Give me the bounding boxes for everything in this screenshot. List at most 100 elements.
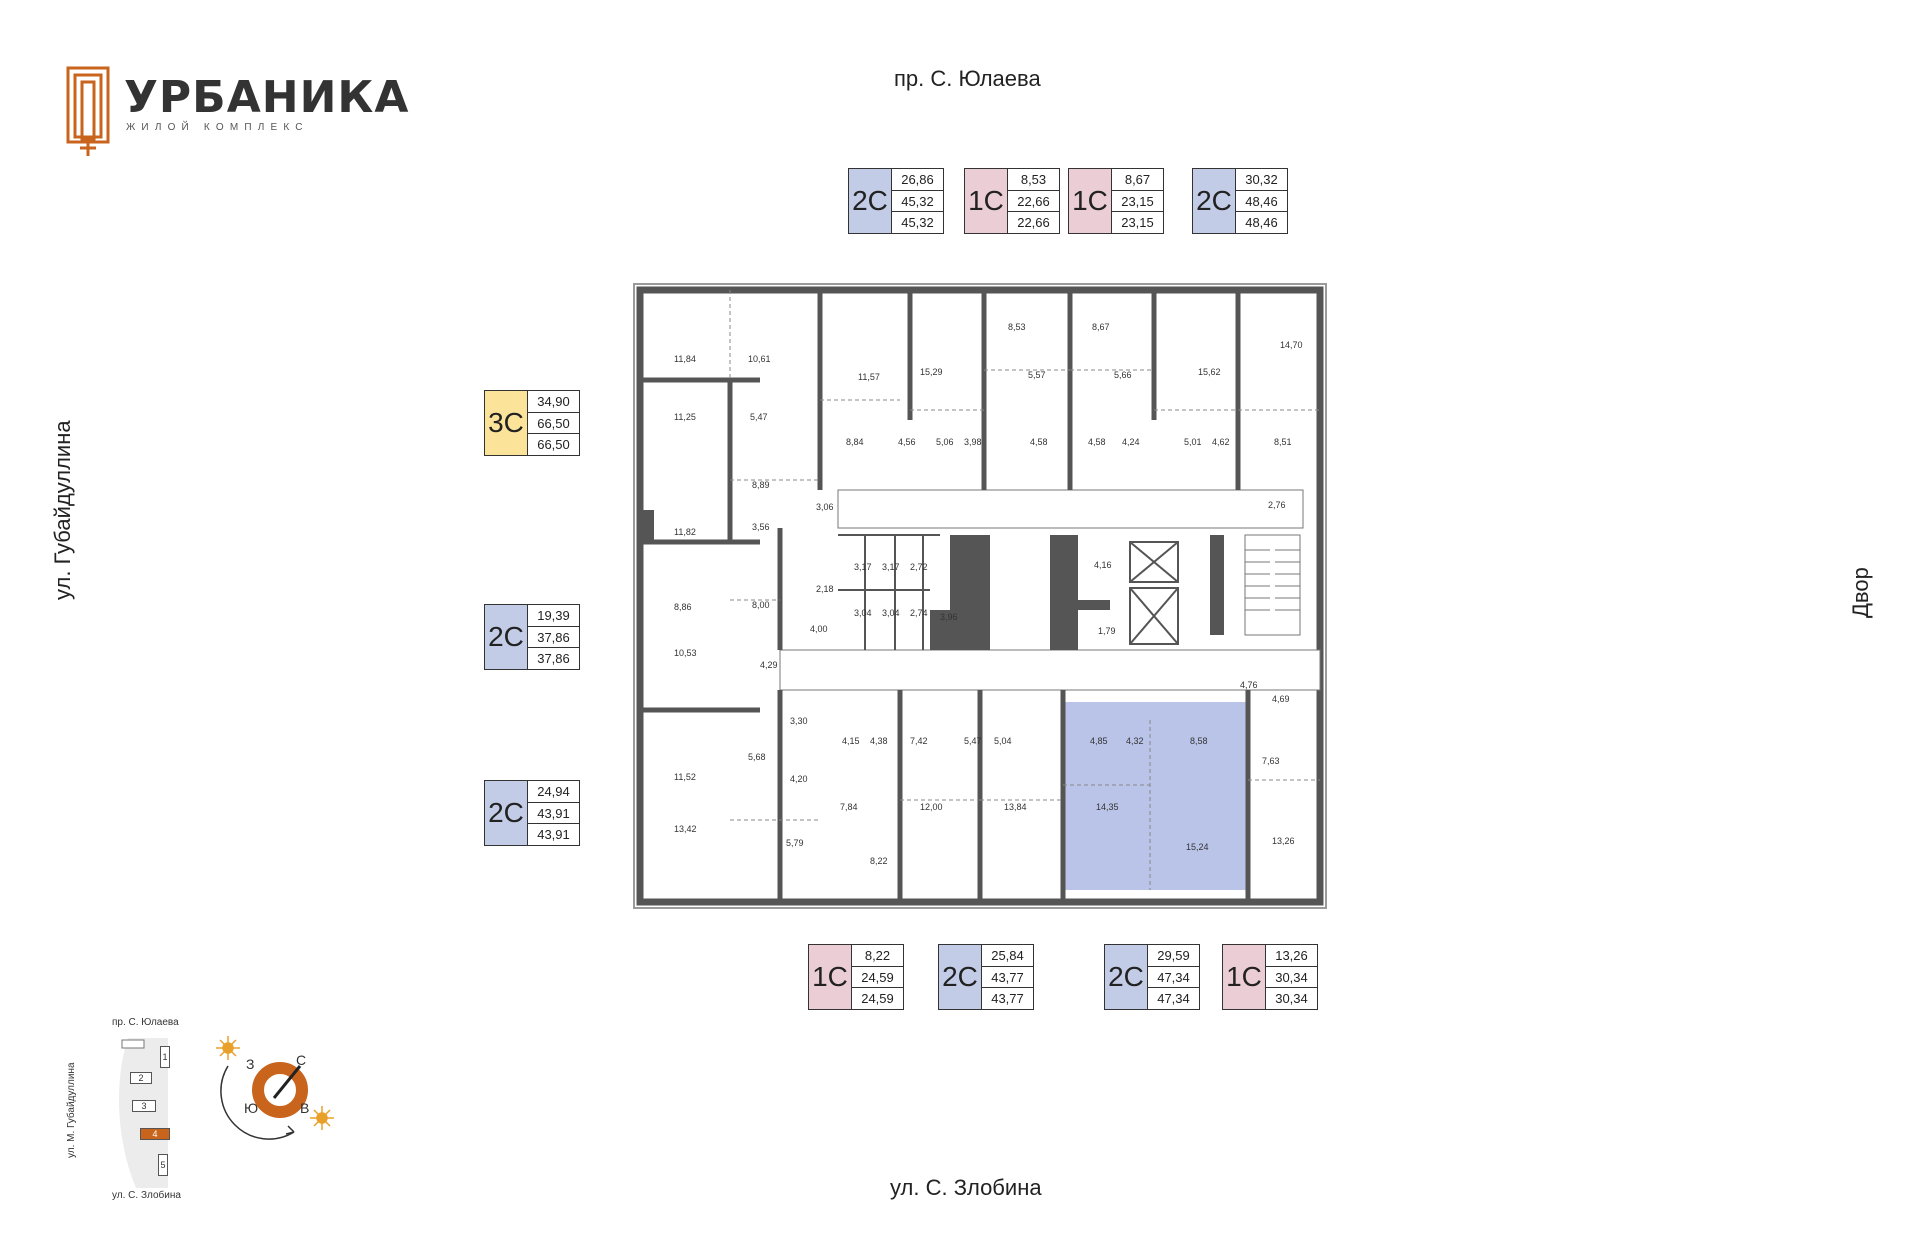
apartment-area-value: 23,15 (1112, 191, 1163, 213)
room-area-label: 5,79 (786, 838, 804, 848)
room-area-label: 8,89 (752, 480, 770, 490)
room-area-label: 3,96 (940, 612, 958, 622)
apartment-type: 2С (849, 169, 892, 233)
room-area-label: 11,84 (674, 354, 696, 364)
minimap-building[interactable]: 4 (140, 1128, 170, 1140)
room-area-label: 7,42 (910, 736, 928, 746)
apartment-area-value: 45,32 (892, 191, 943, 213)
compass-east: В (300, 1100, 310, 1116)
logo-name: УРБАНИКА (124, 72, 410, 123)
room-area-label: 5,47 (750, 412, 768, 422)
room-area-label: 4,76 (1240, 680, 1258, 690)
room-area-label: 11,82 (674, 527, 696, 537)
apartment-area-value: 34,90 (528, 391, 579, 413)
apartment-type: 1С (965, 169, 1008, 233)
street-top-label: пр. С. Юлаева (894, 66, 1041, 91)
highlighted-apartment[interactable] (1063, 702, 1248, 890)
room-area-label: 11,57 (858, 372, 880, 382)
minimap-building[interactable]: 5 (158, 1154, 168, 1176)
room-area-label: 11,52 (674, 772, 696, 782)
room-area-label: 5,01 (1184, 437, 1202, 447)
apartment-area-value: 45,32 (901, 215, 934, 231)
apartment-area-value: 8,67 (1112, 169, 1163, 191)
apartment-area-value: 30,34 (1266, 967, 1317, 989)
room-area-label: 4,56 (898, 437, 916, 447)
apartment-area-value: 25,84 (982, 945, 1033, 967)
room-area-label: 8,67 (1092, 322, 1110, 332)
room-area-label: 1,79 (1098, 626, 1116, 636)
room-area-label: 13,42 (674, 824, 697, 834)
compass-west: З (246, 1056, 255, 1072)
room-area-label: 8,86 (674, 602, 692, 612)
compass-north: С (296, 1052, 307, 1068)
room-area-label: 3,17 (882, 562, 900, 572)
room-area-label: 12,00 (920, 802, 943, 812)
street-bottom-label: ул. С. Злобина (890, 1175, 1042, 1200)
room-area-label: 15,24 (1186, 842, 1209, 852)
apartment-area-value: 47,34 (1148, 967, 1199, 989)
minimap-building[interactable]: 1 (160, 1046, 170, 1068)
apartment-type: 2С (1193, 169, 1236, 233)
apartment-area-value: 30,32 (1236, 169, 1287, 191)
room-area-label: 5,66 (1114, 370, 1132, 380)
room-area-label: 10,53 (674, 648, 697, 658)
minimap-street-bottom: ул. С. Злобина (112, 1190, 181, 1201)
apartment-area-value: 30,34 (1275, 991, 1308, 1007)
room-area-label: 2,76 (1268, 500, 1286, 510)
room-area-label: 7,84 (840, 802, 858, 812)
room-area-label: 11,25 (674, 412, 696, 422)
apartment-area-value: 43,91 (528, 803, 579, 825)
apartment-area-value: 43,77 (982, 967, 1033, 989)
room-area-label: 3,04 (854, 608, 872, 618)
room-area-label: 4,58 (1088, 437, 1106, 447)
room-area-label: 5,06 (936, 437, 954, 447)
room-area-label: 4,16 (1094, 560, 1112, 570)
room-area-label: 3,56 (752, 522, 770, 532)
room-area-label: 8,84 (846, 437, 864, 447)
room-area-label: 2,74 (910, 608, 928, 618)
room-area-label: 2,72 (910, 562, 928, 572)
apartment-area-value: 13,26 (1266, 945, 1317, 967)
apartment-area-value: 29,59 (1148, 945, 1199, 967)
apartment-type: 2С (939, 945, 982, 1009)
room-area-label: 2,18 (816, 584, 834, 594)
minimap-street-top: пр. С. Юлаева (112, 1017, 179, 1028)
minimap-building[interactable]: 3 (132, 1100, 156, 1112)
room-area-label: 8,58 (1190, 736, 1208, 746)
room-area-label: 3,98 (964, 437, 982, 447)
apartment-area-value: 66,50 (537, 437, 570, 453)
room-area-label: 4,15 (842, 736, 860, 746)
apartment-area-value: 8,22 (852, 945, 903, 967)
apartment-area-value: 43,77 (991, 991, 1024, 1007)
room-area-label: 4,69 (1272, 694, 1290, 704)
apartment-area-value: 37,86 (537, 651, 570, 667)
apartment-area-value: 24,94 (528, 781, 579, 803)
room-area-label: 5,04 (994, 736, 1012, 746)
room-area-label: 4,24 (1122, 437, 1140, 447)
room-area-label: 13,84 (1004, 802, 1027, 812)
room-area-label: 5,57 (1028, 370, 1046, 380)
room-area-label: 4,00 (810, 624, 828, 634)
apartment-area-value: 22,66 (1017, 215, 1050, 231)
apartment-area-value: 19,39 (528, 605, 579, 627)
room-area-label: 4,20 (790, 774, 808, 784)
room-area-label: 5,47 (964, 736, 982, 746)
apartment-area-value: 26,86 (892, 169, 943, 191)
apartment-area-value: 48,46 (1236, 191, 1287, 213)
minimap-building[interactable]: 2 (130, 1072, 152, 1084)
room-area-label: 5,68 (748, 752, 766, 762)
minimap-street-left: ул. М. Губайдуллина (66, 1062, 77, 1158)
compass-icon (216, 1036, 334, 1140)
room-area-label: 3,17 (854, 562, 872, 572)
